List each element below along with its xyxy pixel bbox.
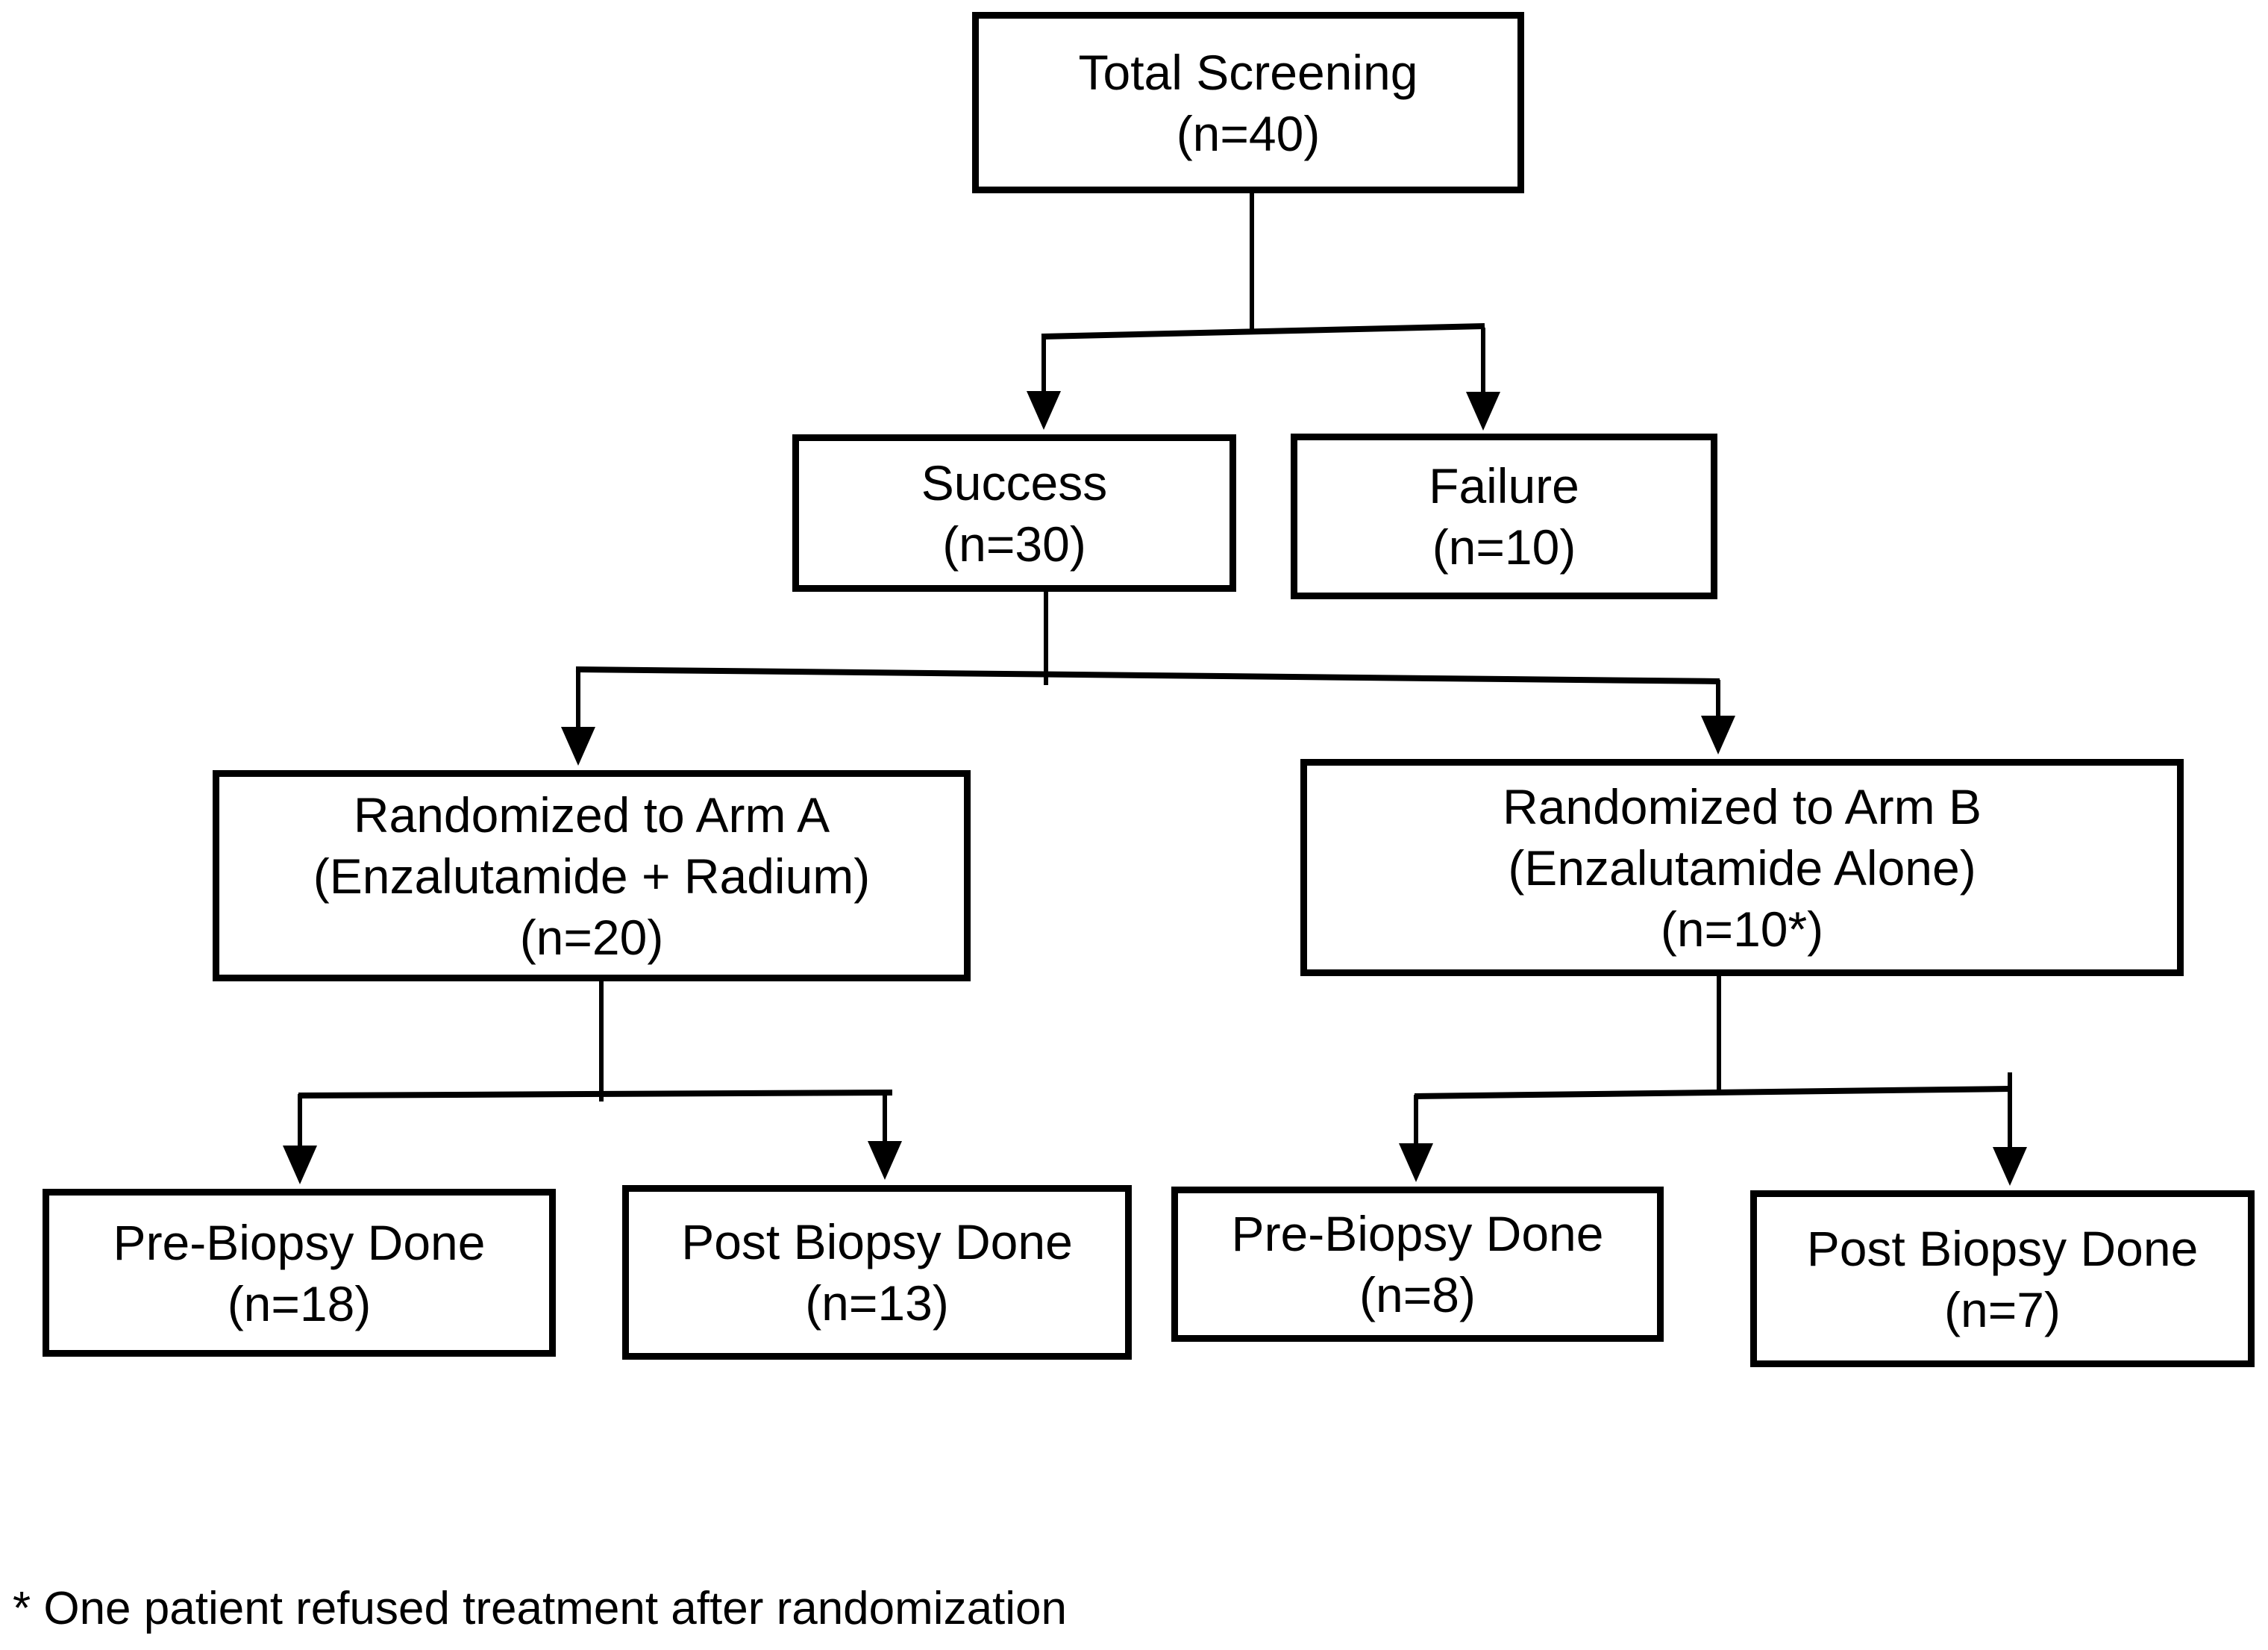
node-line: Success bbox=[921, 454, 1108, 510]
node-line: Pre-Biopsy Done bbox=[1231, 1206, 1604, 1261]
node-line: (n=20) bbox=[519, 909, 664, 965]
node-line: (n=18) bbox=[227, 1275, 372, 1331]
node-line: (n=10) bbox=[1432, 519, 1576, 575]
arrowhead bbox=[1701, 716, 1735, 754]
node-line: Post Biopsy Done bbox=[1806, 1220, 2199, 1276]
connector-arm-a-to-biopsies bbox=[283, 981, 902, 1184]
node-line: Randomized to Arm B bbox=[1503, 778, 1982, 834]
node-post-biopsy-arm-a: Post Biopsy Done (n=13) bbox=[622, 1185, 1132, 1360]
node-line: (n=40) bbox=[1176, 105, 1321, 161]
branch-line bbox=[1414, 1086, 2011, 1099]
branch-line bbox=[575, 666, 1720, 684]
node-line: Failure bbox=[1429, 458, 1579, 513]
node-line: (n=30) bbox=[942, 516, 1086, 572]
connector-arm-b-to-biopsies bbox=[1399, 976, 2027, 1186]
node-line: (Enzalutamide + Radium) bbox=[313, 848, 871, 904]
node-post-biopsy-arm-b: Post Biopsy Done (n=7) bbox=[1750, 1190, 2255, 1367]
node-line: (n=10*) bbox=[1660, 901, 1824, 957]
node-failure: Failure (n=10) bbox=[1291, 434, 1717, 599]
arrowhead bbox=[1399, 1143, 1433, 1182]
arrowhead bbox=[283, 1146, 317, 1184]
arrowhead bbox=[1027, 391, 1061, 430]
connector-total-to-outcomes bbox=[1027, 193, 1500, 431]
node-line: Total Screening bbox=[1078, 44, 1418, 100]
branch-line bbox=[1041, 323, 1485, 340]
connector-success-to-arms bbox=[561, 592, 1735, 766]
node-pre-biopsy-arm-b: Pre-Biopsy Done (n=8) bbox=[1171, 1187, 1664, 1342]
arrowhead bbox=[1993, 1147, 2027, 1186]
node-line: Pre-Biopsy Done bbox=[113, 1214, 486, 1270]
node-line: (n=7) bbox=[1944, 1281, 2061, 1337]
node-randomized-arm-a: Randomized to Arm A (Enzalutamide + Radi… bbox=[213, 770, 971, 981]
footnote: * One patient refused treatment after ra… bbox=[13, 1583, 1068, 1634]
node-success: Success (n=30) bbox=[792, 434, 1236, 592]
arrowhead bbox=[868, 1141, 902, 1180]
node-pre-biopsy-arm-a: Pre-Biopsy Done (n=18) bbox=[43, 1189, 556, 1357]
node-total-screening: Total Screening (n=40) bbox=[972, 12, 1524, 193]
node-line: (n=13) bbox=[805, 1275, 949, 1331]
node-line: (n=8) bbox=[1359, 1267, 1476, 1322]
branch-line bbox=[298, 1090, 893, 1099]
node-randomized-arm-b: Randomized to Arm B (Enzalutamide Alone)… bbox=[1300, 759, 2184, 976]
arrowhead bbox=[561, 727, 595, 766]
node-line: Post Biopsy Done bbox=[681, 1214, 1073, 1269]
node-line: Randomized to Arm A bbox=[353, 787, 830, 843]
node-line: (Enzalutamide Alone) bbox=[1508, 840, 1976, 896]
arrowhead bbox=[1466, 392, 1500, 431]
